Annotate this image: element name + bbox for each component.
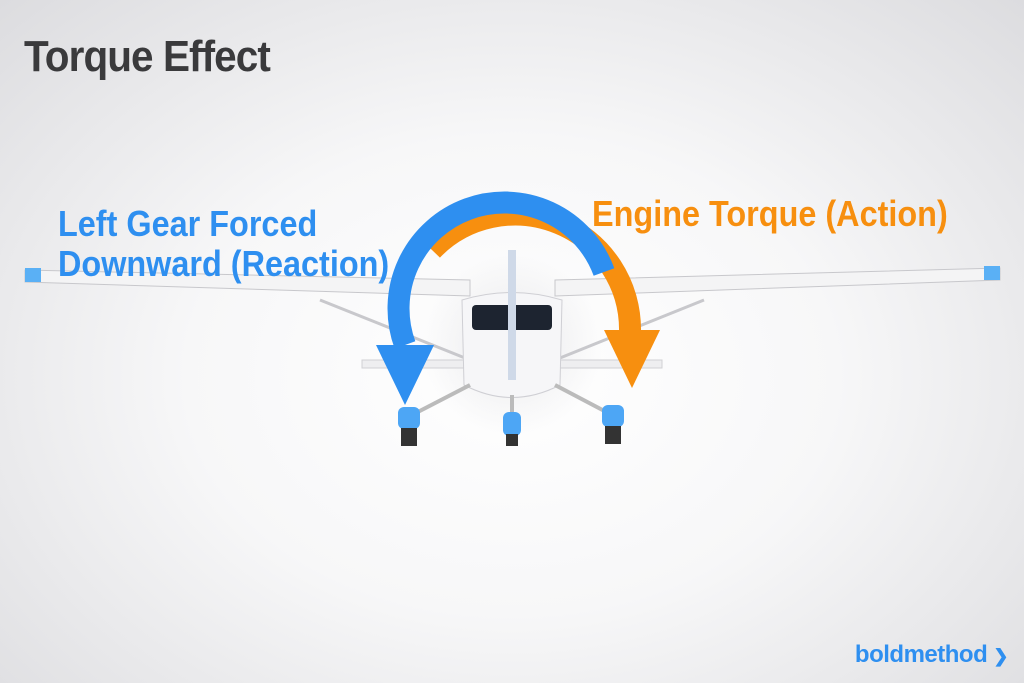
engine-torque-arrowhead bbox=[604, 330, 660, 388]
left-gear-leg bbox=[411, 383, 471, 417]
action-label: Engine Torque (Action) bbox=[592, 193, 948, 234]
reaction-label: Left Gear Forced Downward (Reaction) bbox=[58, 204, 389, 284]
left-wheel-fairing bbox=[398, 407, 420, 429]
reaction-arrowhead bbox=[376, 345, 434, 405]
right-wingtip bbox=[984, 266, 1000, 280]
propeller-blade bbox=[508, 250, 516, 380]
boldmethod-logo: boldmethod ❯ bbox=[854, 641, 1009, 669]
nose-wheel-fairing bbox=[503, 412, 521, 436]
right-wheel bbox=[605, 426, 621, 444]
left-wingtip bbox=[25, 268, 41, 282]
reaction-arc bbox=[387, 191, 615, 349]
reaction-arrow bbox=[376, 191, 615, 405]
left-wheel bbox=[401, 428, 417, 446]
right-wheel-fairing bbox=[602, 405, 624, 427]
reaction-label-line1: Left Gear Forced bbox=[58, 203, 318, 244]
nose-wheel bbox=[506, 434, 518, 446]
logo-text: boldmethod bbox=[854, 641, 988, 668]
chevron-right-icon: ❯ bbox=[993, 646, 1008, 666]
page-title: Torque Effect bbox=[24, 32, 271, 81]
reaction-label-line2: Downward (Reaction) bbox=[58, 243, 390, 284]
